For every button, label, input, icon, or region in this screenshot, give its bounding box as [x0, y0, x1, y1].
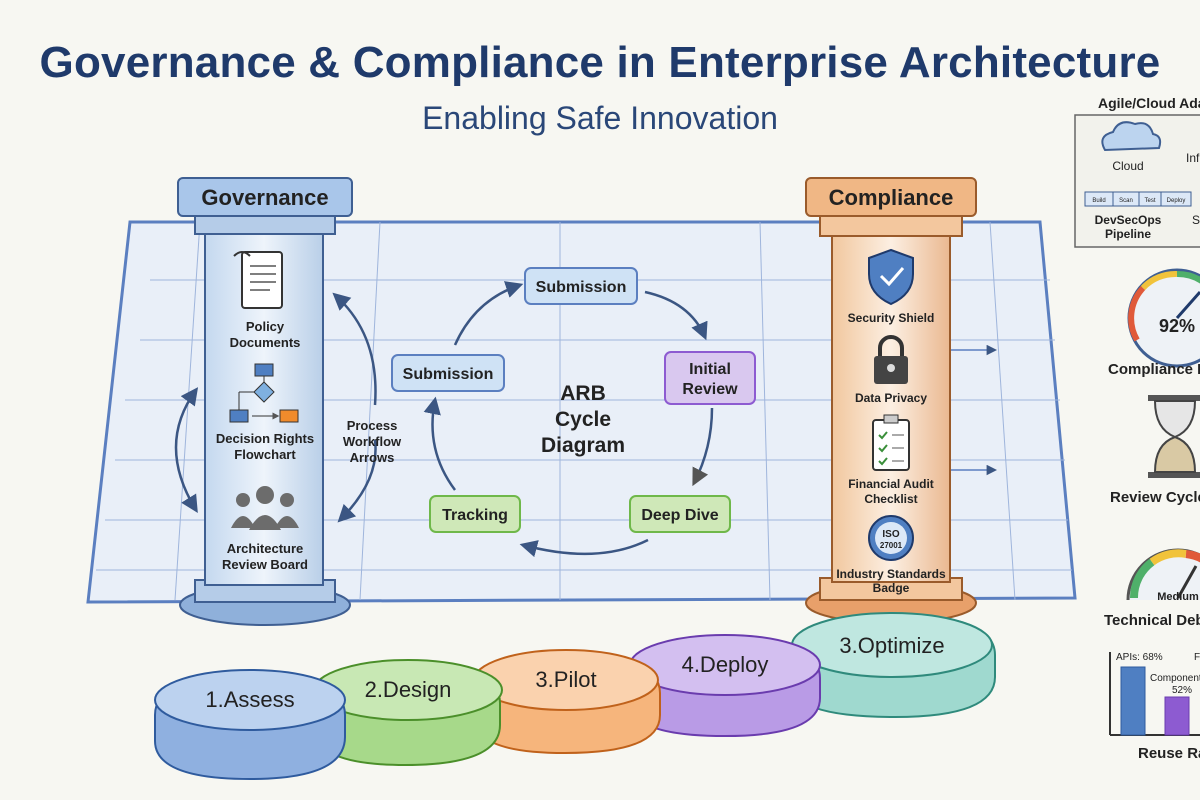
right-panel: Agile/Cloud Ada Cloud Inf Build Scan Tes…: [1074, 95, 1200, 762]
people-icon: [231, 486, 299, 530]
compliance-header: Compliance: [829, 185, 954, 210]
cycle-node-tracking-label: Tracking: [442, 507, 508, 524]
audit-label-1: Financial Audit: [848, 477, 934, 491]
flowchart-icon: [229, 363, 299, 423]
reuse-components-label-1: Components: [1150, 673, 1200, 684]
governance-header: Governance: [201, 185, 328, 210]
compliance-gauge-value: 92%: [1159, 316, 1195, 336]
compliance-pillar: [805, 177, 977, 624]
iso-badge-text-2: 27001: [880, 541, 903, 550]
compliance-gauge: 92%: [1127, 268, 1200, 368]
compliance-gauge-label: Compliance I: [1108, 361, 1200, 378]
step-stone-assess[interactable]: 1.Assess: [154, 669, 346, 781]
infra-label: Inf: [1186, 151, 1200, 165]
process-label-1: Process: [347, 418, 398, 433]
shield-icon: [868, 248, 914, 306]
cycle-node-submission-top[interactable]: Submission: [524, 267, 638, 305]
cycle-node-submission-left-label: Submission: [403, 366, 494, 383]
iso-badge-text-1: ISO: [882, 529, 899, 540]
reuse-bar-apis: [1120, 666, 1146, 736]
review-cycle-label: Review Cycle: [1110, 489, 1200, 506]
step-label-pilot: 3.Pilot: [535, 667, 596, 692]
cloud-icon: [1101, 121, 1162, 152]
step-stone-optimize[interactable]: 3.Optimize: [789, 612, 996, 719]
arb-label-2: Review Board: [222, 557, 308, 572]
process-label-3: Arrows: [350, 450, 395, 465]
cycle-node-initial-review-label-1: Initial: [689, 361, 731, 378]
policy-label-2: Documents: [230, 335, 301, 350]
flowchart-label-2: Flowchart: [234, 447, 296, 462]
hourglass-icon: [1148, 395, 1200, 478]
pipeline-icon: Build Scan Test Deploy: [1084, 191, 1192, 207]
step-label-optimize: 3.Optimize: [839, 633, 944, 658]
data-privacy-label: Data Privacy: [855, 391, 927, 405]
cycle-center-label-1: ARB: [560, 382, 606, 405]
lock-icon: [874, 335, 908, 384]
step-label-assess: 1.Assess: [205, 687, 294, 712]
pipeline-cut: S: [1192, 213, 1200, 227]
pipeline-stage-deploy: Deploy: [1167, 198, 1186, 204]
pipeline-stage-test: Test: [1144, 198, 1155, 204]
cycle-node-submission-left[interactable]: Submission: [391, 354, 505, 392]
page-subtitle: Enabling Safe Innovation: [422, 100, 778, 136]
step-label-design: 2.Design: [365, 677, 452, 702]
step-stone-pilot[interactable]: 3.Pilot: [473, 649, 661, 755]
cycle-node-tracking[interactable]: Tracking: [429, 495, 521, 533]
cycle-node-submission-top-label: Submission: [536, 279, 627, 296]
checklist-icon: [872, 414, 910, 471]
reuse-apis-label: APIs: 68%: [1116, 652, 1163, 663]
pipeline-label-2: Pipeline: [1105, 227, 1151, 241]
pipeline-stage-build: Build: [1092, 198, 1105, 204]
process-arrows: [174, 292, 377, 523]
step-stone-deploy[interactable]: 4.Deploy: [629, 634, 821, 738]
cycle-node-initial-review-label-2: Review: [682, 381, 738, 398]
arb-cycle-arrows: [423, 281, 714, 558]
flowchart-label-1: Decision Rights: [216, 431, 314, 446]
reuse-components-label-2: 52%: [1172, 685, 1192, 696]
step-label-deploy: 4.Deploy: [682, 652, 769, 677]
reuse-chart: APIs: 68% Components 52% F: [1109, 652, 1200, 736]
arb-label-1: Architecture: [227, 541, 304, 556]
agile-title: Agile/Cloud Ada: [1098, 95, 1200, 111]
pipeline-label-1: DevSecOps: [1095, 213, 1162, 227]
page-title: Governance & Compliance in Enterprise Ar…: [39, 38, 1161, 87]
cycle-node-initial-review[interactable]: Initial Review: [664, 351, 756, 405]
audit-label-2: Checklist: [864, 492, 917, 506]
security-shield-label: Security Shield: [848, 311, 935, 325]
process-label-2: Workflow: [343, 434, 402, 449]
cycle-node-deep-dive[interactable]: Deep Dive: [629, 495, 731, 533]
technical-debt-gauge: Medium: [1126, 548, 1200, 603]
policy-label-1: Policy: [246, 319, 285, 334]
reuse-rate-label: Reuse Ra: [1138, 745, 1200, 762]
reuse-bar-components: [1164, 696, 1190, 736]
technical-debt-value: Medium: [1157, 591, 1199, 603]
technical-debt-label: Technical Deb: [1104, 612, 1200, 629]
standards-label-2: Badge: [873, 581, 910, 595]
document-icon: [233, 251, 283, 309]
cycle-center-label-3: Diagram: [541, 434, 625, 457]
cycle-center-label-2: Cycle: [555, 408, 611, 431]
pipeline-stage-scan: Scan: [1119, 198, 1133, 204]
cycle-node-deep-dive-label: Deep Dive: [641, 507, 718, 524]
step-stone-design[interactable]: 2.Design: [313, 659, 503, 767]
cloud-label: Cloud: [1112, 159, 1143, 173]
standards-label-1: Industry Standards: [836, 567, 946, 581]
iso-badge-icon: ISO 27001: [868, 515, 914, 561]
reuse-cut: F: [1194, 652, 1200, 663]
